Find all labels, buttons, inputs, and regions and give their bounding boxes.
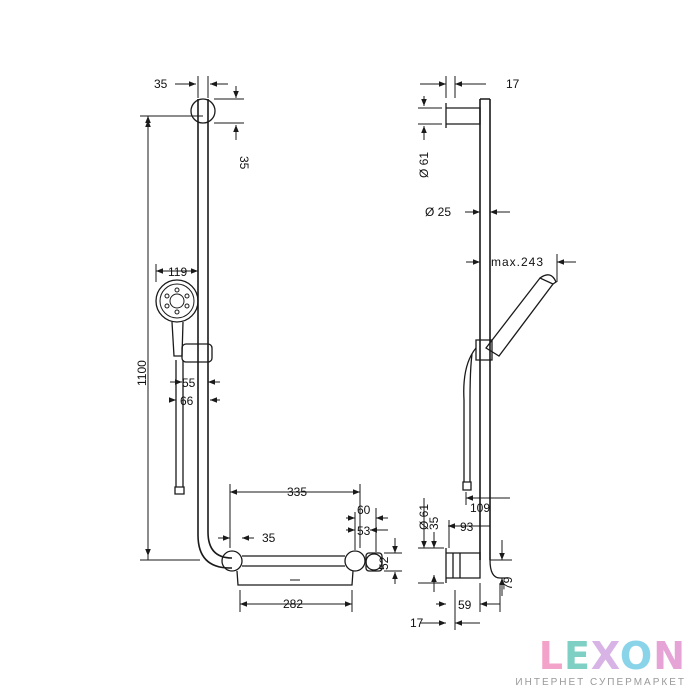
side-dim-max-projection: max.243 bbox=[491, 255, 544, 269]
lexon-wordmark: LEXON bbox=[515, 637, 686, 675]
side-dim-bottom-59: 59 bbox=[458, 598, 472, 612]
side-dim-projection-93: 93 bbox=[460, 520, 474, 534]
dim-holder-66: 66 bbox=[180, 394, 194, 408]
dim-shelf-offset: 35 bbox=[262, 531, 276, 545]
side-dim-rail-diameter: Ø 25 bbox=[425, 205, 451, 219]
dim-bracket-height: 35 bbox=[237, 156, 251, 170]
lexon-logo: LEXON ИНТЕРНЕТ СУПЕРМАРКЕТ bbox=[515, 637, 686, 688]
dim-holder-53: 53 bbox=[357, 524, 371, 538]
dim-holder-60: 60 bbox=[357, 503, 371, 517]
dim-shelf-length: 335 bbox=[287, 485, 307, 499]
slider-holder bbox=[181, 343, 213, 363]
shelf bbox=[221, 550, 366, 586]
side-dim-bracket-diameter: Ø 61 bbox=[417, 152, 431, 178]
side-top-bracket bbox=[445, 103, 481, 128]
logo-letter-o: O bbox=[619, 634, 654, 678]
side-dim-top-offset: 17 bbox=[506, 77, 520, 91]
side-dim-bottom-diameter: Ø 61 bbox=[417, 504, 431, 530]
logo-letter-n: N bbox=[653, 634, 686, 678]
dim-bracket-width: 35 bbox=[154, 77, 168, 91]
side-view: 17 Ø 61 Ø 25 max.243 Ø 61 35 109 93 79 5… bbox=[410, 76, 576, 630]
dim-height-total: 1100 bbox=[135, 360, 149, 386]
dim-holder-52: 52 bbox=[377, 556, 391, 570]
side-handshower bbox=[462, 274, 557, 491]
side-rail bbox=[479, 98, 491, 560]
side-dim-bottom-35: 35 bbox=[427, 516, 441, 530]
dim-shower-head: 119 bbox=[168, 265, 187, 279]
side-dim-bottom-17: 17 bbox=[410, 616, 424, 630]
front-view: 35 35 1100 119 55 66 335 35 282 60 53 52 bbox=[135, 76, 402, 612]
side-dim-projection-109: 109 bbox=[470, 501, 490, 515]
logo-letter-e: E bbox=[563, 634, 591, 678]
shower-head bbox=[155, 279, 199, 357]
logo-tagline: ИНТЕРНЕТ СУПЕРМАРКЕТ bbox=[515, 677, 686, 688]
dim-shelf-width: 282 bbox=[283, 597, 303, 611]
shower-rail bbox=[197, 99, 233, 569]
top-wall-bracket bbox=[190, 98, 216, 124]
side-dim-bottom-79: 79 bbox=[501, 576, 515, 590]
logo-letter-x: X bbox=[590, 634, 620, 678]
dim-holder-55: 55 bbox=[182, 376, 196, 390]
logo-letter-l: L bbox=[538, 634, 564, 678]
side-bottom-bracket bbox=[445, 548, 481, 583]
